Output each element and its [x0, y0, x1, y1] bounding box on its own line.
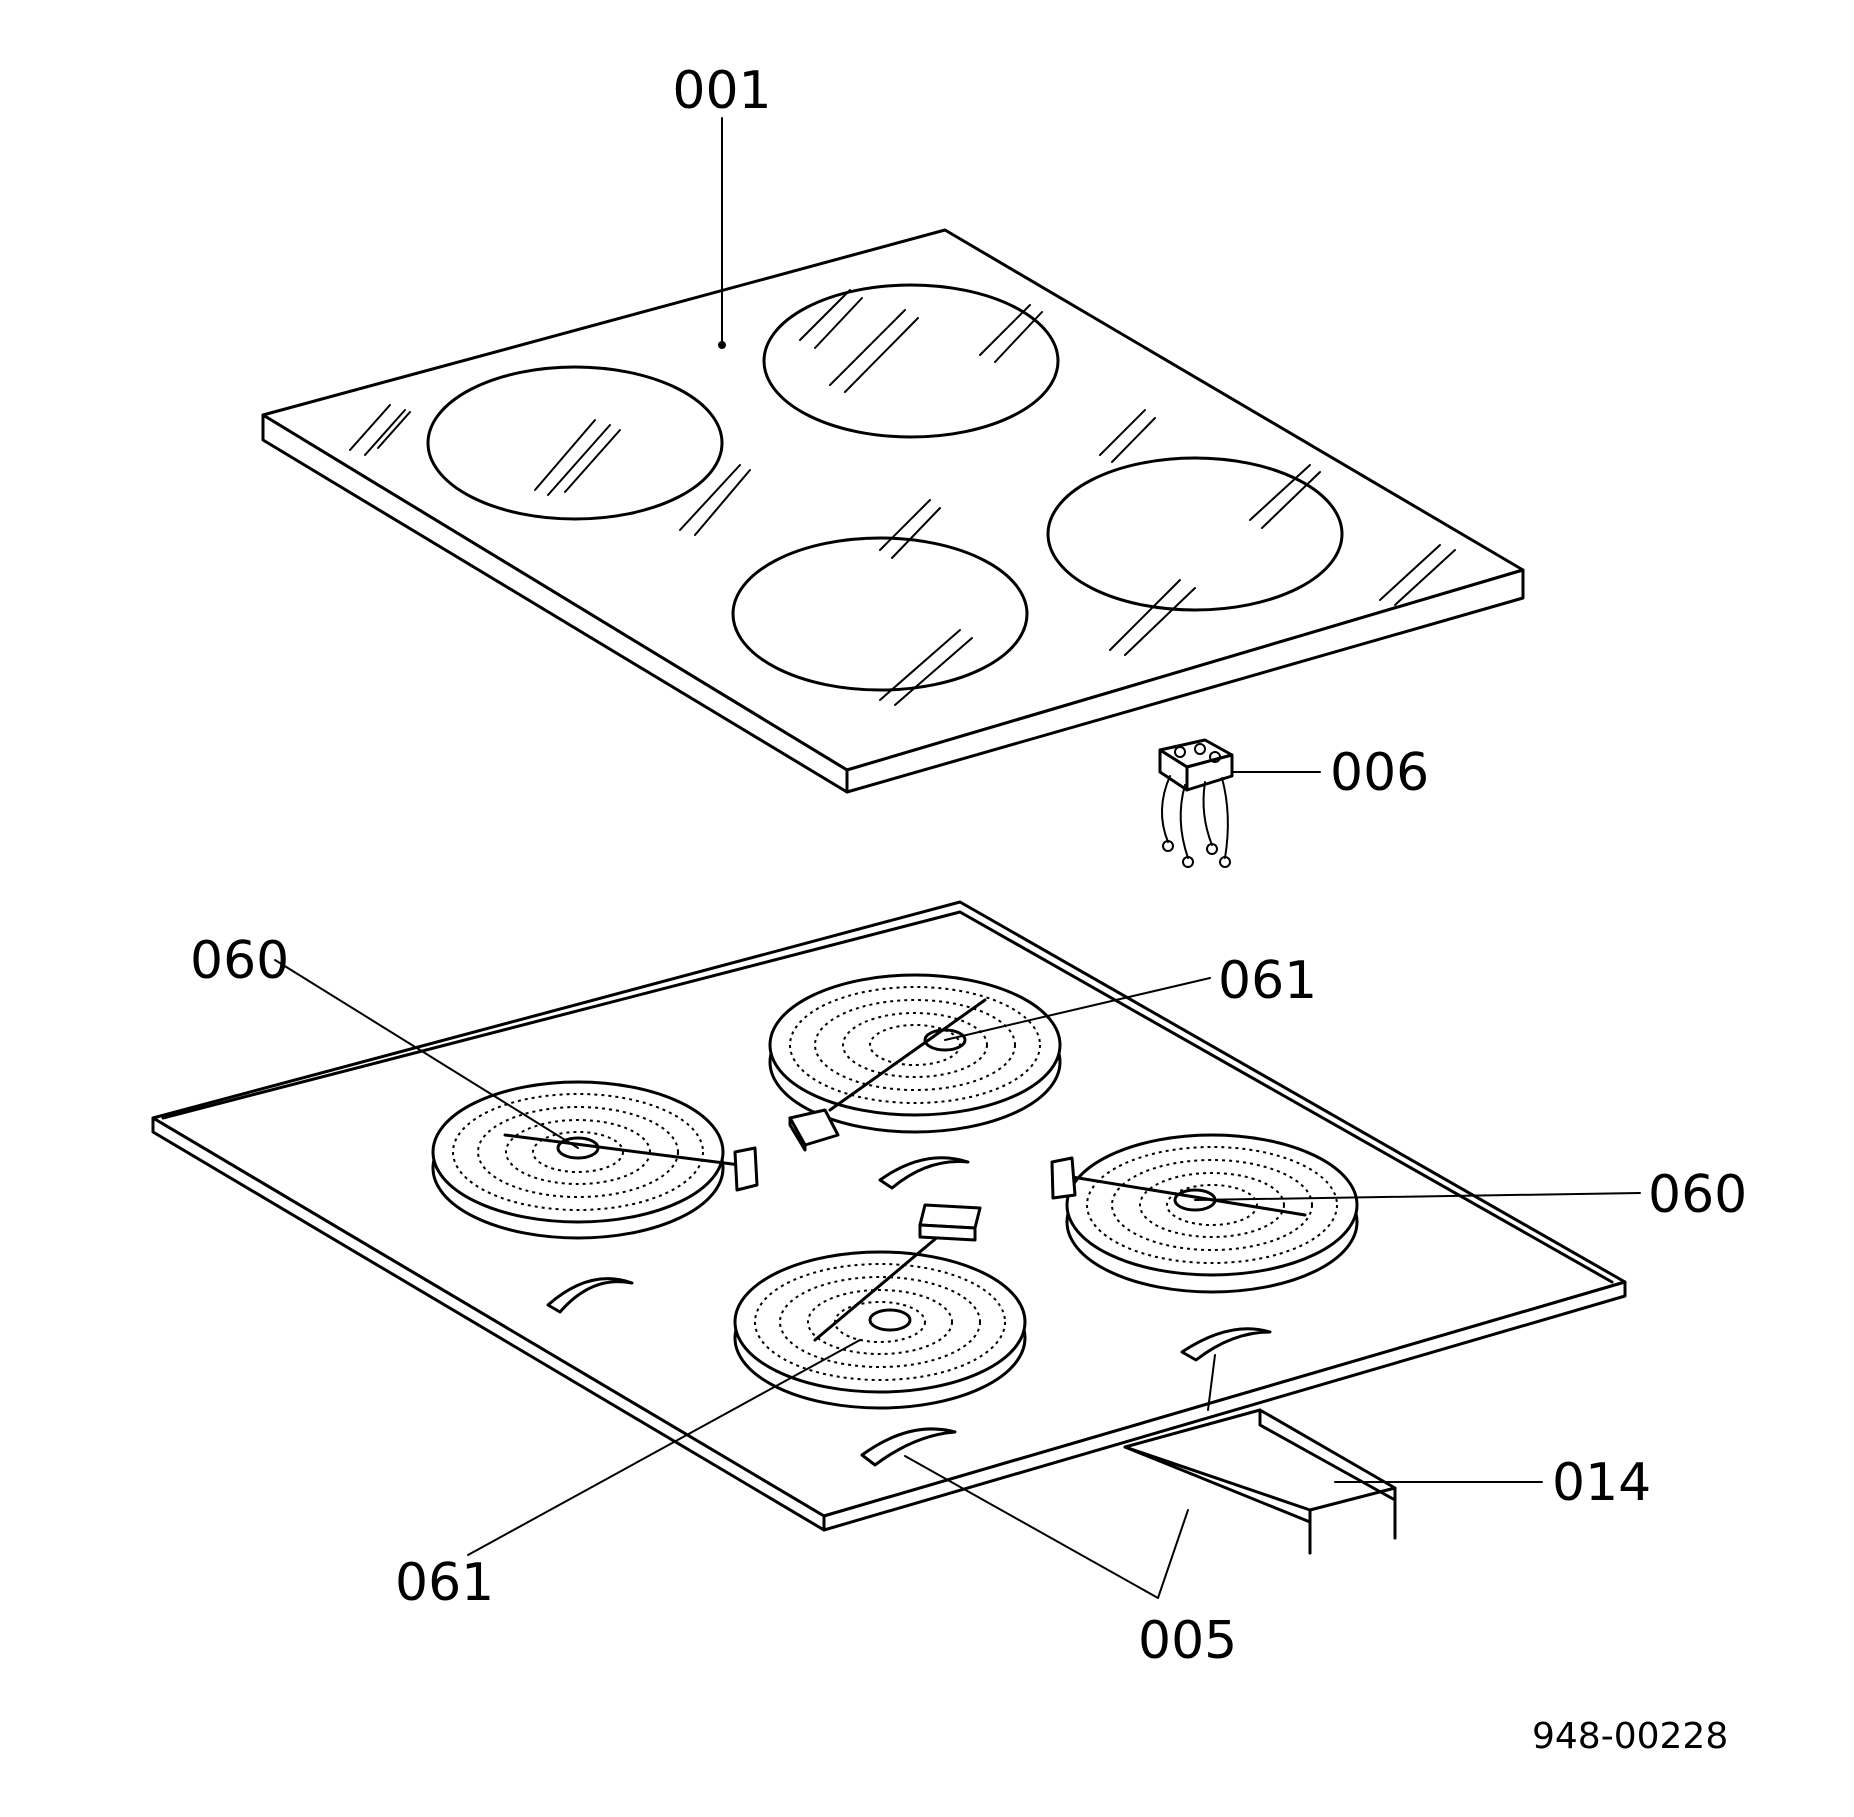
- glass-zone-front-right: [731, 536, 1029, 692]
- drawing-code: 948-00228: [1532, 1716, 1728, 1757]
- callout-060-right: 060: [1648, 1165, 1747, 1225]
- leader-005-b: [1157, 1509, 1189, 1599]
- glass-reflection-marks: [349, 289, 1456, 706]
- leader-lines: [274, 959, 1641, 1599]
- leader-060-left: [274, 959, 579, 1149]
- mounting-bracket: [1123, 1354, 1397, 1555]
- glass-zone-rear-right: [762, 283, 1060, 439]
- callout-060-left: 060: [190, 931, 289, 991]
- leader-061-top: [944, 977, 1211, 1041]
- leader-060-right: [1194, 1192, 1641, 1201]
- callout-061-bottom: 061: [395, 1553, 494, 1613]
- glass-zone-far-right: [1046, 456, 1344, 612]
- glass-top-plate: [261, 117, 1525, 794]
- burner-tray: [151, 900, 1627, 1532]
- leader-005-a: [904, 1455, 1159, 1599]
- heating-element-front-left: [431, 1080, 759, 1240]
- heating-element-rear-right: [768, 973, 1062, 1152]
- terminal-block: [1158, 738, 1321, 868]
- callout-001: 001: [672, 61, 771, 121]
- callout-005: 005: [1138, 1611, 1237, 1671]
- glass-zone-front-left: [426, 365, 724, 521]
- callout-006: 006: [1330, 743, 1429, 803]
- callout-061-top: 061: [1218, 951, 1317, 1011]
- callout-014: 014: [1552, 1453, 1651, 1513]
- heating-element-front-right: [733, 1203, 1027, 1410]
- tray-openings: [546, 1156, 1272, 1467]
- leader-061-bottom: [467, 1339, 861, 1556]
- heating-element-far-right: [1050, 1133, 1359, 1294]
